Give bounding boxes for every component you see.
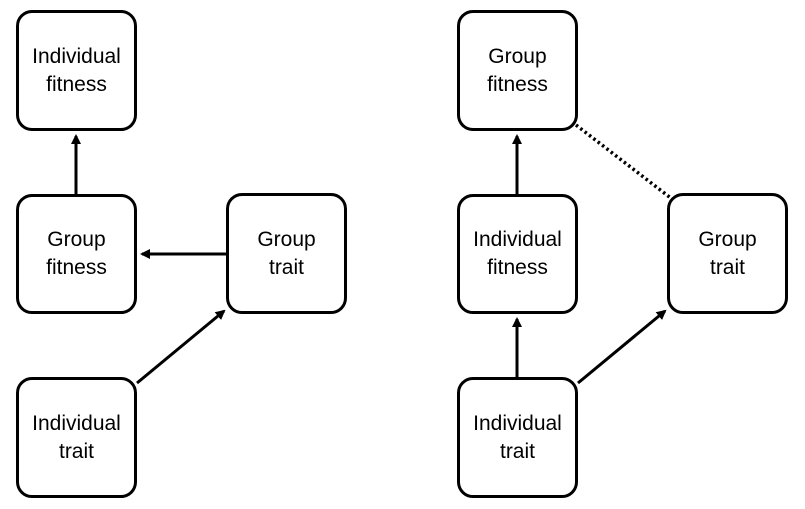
- right-edge-individual-trait-to-group-trait: [577, 309, 667, 385]
- left-edge-individual-trait-to-group-trait: [136, 309, 226, 385]
- node-label: Individual fitness: [32, 44, 121, 96]
- right-node-group-fitness: Group fitness: [457, 10, 578, 131]
- node-label: Group trait: [257, 227, 316, 279]
- left-node-individual-fitness: Individual fitness: [16, 10, 137, 131]
- right-node-group-trait: Group trait: [667, 193, 788, 314]
- node-label: Group fitness: [46, 228, 107, 279]
- node-label: Group trait: [698, 227, 757, 279]
- left-node-group-fitness: Group fitness: [16, 194, 137, 314]
- node-label: Individual trait: [473, 411, 562, 463]
- node-label: Individual trait: [32, 411, 121, 463]
- node-label: Group fitness: [487, 44, 548, 96]
- node-label: Individual fitness: [473, 228, 562, 279]
- left-node-individual-trait: Individual trait: [16, 377, 137, 498]
- right-node-individual-fitness: Individual fitness: [457, 194, 578, 314]
- left-node-group-trait: Group trait: [226, 193, 347, 314]
- right-edge-group-fitness-dotted-group-trait: [574, 123, 674, 201]
- right-node-individual-trait: Individual trait: [457, 377, 578, 498]
